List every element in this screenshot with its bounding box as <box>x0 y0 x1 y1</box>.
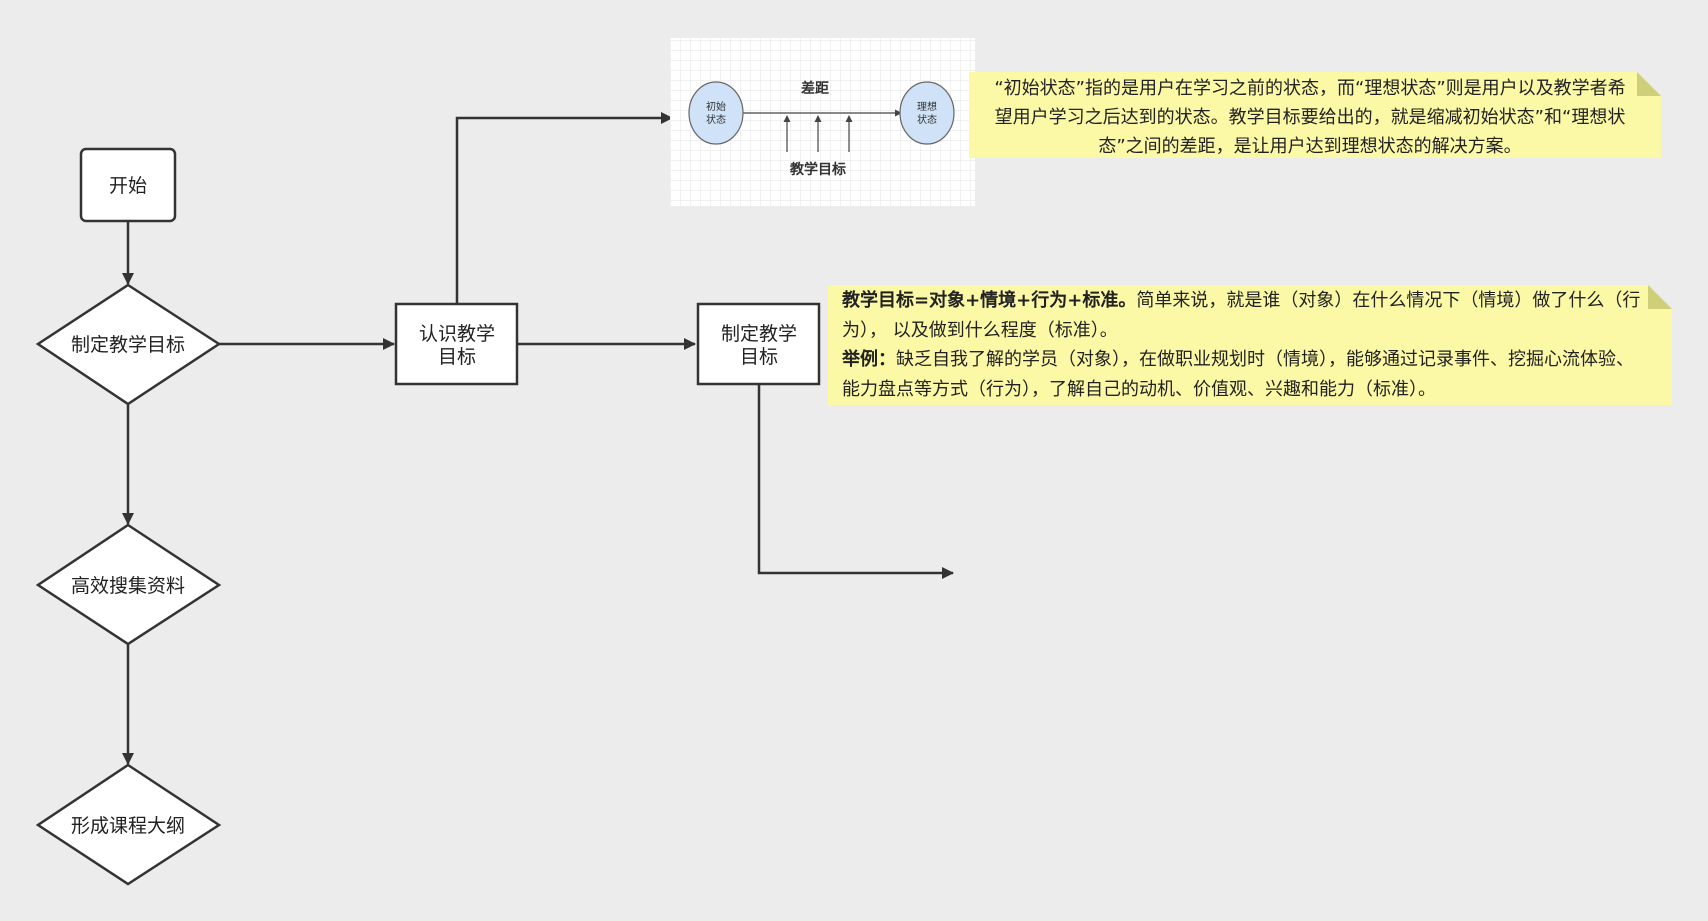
mini-initial-state-line2: 状态 <box>706 113 726 126</box>
edge-make-goal-to-next <box>757 384 954 579</box>
process-know-goal[interactable]: 认识教学 目标 <box>394 302 519 386</box>
decision-collect-materials[interactable]: 高效搜集资料 <box>35 523 222 646</box>
decision-course-outline-label: 形成课程大纲 <box>71 815 185 837</box>
process-know-goal-line2: 目标 <box>438 346 476 368</box>
sticky-note-states-text: “初始状态”指的是用户在学习之前的状态，而“理想状态”则是用户以及教学者希望用户… <box>994 78 1626 157</box>
decision-collect-materials-label: 高效搜集资料 <box>71 575 185 597</box>
sticky-note-states[interactable]: “初始状态”指的是用户在学习之前的状态，而“理想状态”则是用户以及教学者希望用户… <box>969 72 1661 158</box>
formula-bold: 教学目标=对象+情境+行为+标准。 <box>842 290 1137 311</box>
process-make-goal-line2: 目标 <box>740 346 778 368</box>
example-paragraph: 举例：缺乏自我了解的学员（对象），在做职业规划时（情境），能够通过记录事件、挖掘… <box>842 345 1644 404</box>
mini-ideal-state-line2: 状态 <box>917 113 937 126</box>
decision-course-outline[interactable]: 形成课程大纲 <box>35 763 222 886</box>
decision-set-goal-label: 制定教学目标 <box>71 334 185 356</box>
mini-initial-state-line1: 初始 <box>706 100 726 113</box>
process-know-goal-line1: 认识教学 <box>419 323 495 345</box>
example-text: 缺乏自我了解的学员（对象），在做职业规划时（情境），能够通过记录事件、挖掘心流体… <box>842 349 1634 400</box>
mini-goal-label: 教学目标 <box>790 161 846 178</box>
formula-paragraph: 教学目标=对象+情境+行为+标准。简单来说，就是谁（对象）在什么情况下（情境）做… <box>842 286 1644 345</box>
note-fold-corner <box>1648 285 1672 309</box>
formula-text: 简单来说，就是谁（对象）在什么情况下（情境）做了什么（行为）， 以及做到什么程度… <box>842 290 1641 341</box>
start-node-label: 开始 <box>109 175 147 197</box>
mini-gap-label: 差距 <box>801 80 829 97</box>
start-node[interactable]: 开始 <box>79 147 177 223</box>
mini-ideal-state-circle <box>899 81 955 145</box>
decision-set-goal[interactable]: 制定教学目标 <box>35 283 222 406</box>
mini-initial-state-circle <box>688 81 744 145</box>
process-make-goal[interactable]: 制定教学 目标 <box>696 302 821 386</box>
connectors <box>122 112 954 765</box>
sticky-note-goal-formula[interactable]: 教学目标=对象+情境+行为+标准。简单来说，就是谁（对象）在什么情况下（情境）做… <box>828 285 1672 405</box>
mini-diagram-image[interactable]: 初始 状态 理想 状态 差距 教学目标 <box>670 38 975 206</box>
edge-know-goal-to-mini-diagram <box>455 112 673 304</box>
process-make-goal-line1: 制定教学 <box>721 323 797 345</box>
example-bold: 举例： <box>842 349 896 370</box>
note-fold-corner <box>1637 72 1661 96</box>
mini-ideal-state-line1: 理想 <box>917 100 937 113</box>
